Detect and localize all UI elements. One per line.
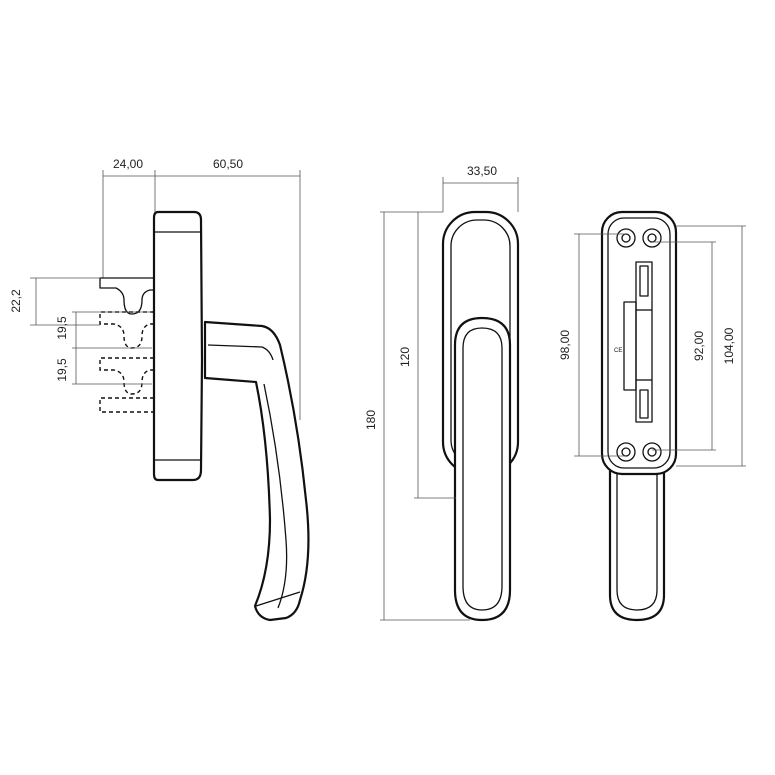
spindle-teeth-top (99, 277, 154, 315)
dim-label-hole-inner: 98,00 (558, 330, 572, 360)
dim-label-handle-length: 120 (398, 347, 412, 367)
back-mechanism: CE (614, 261, 653, 423)
back-rose-plate (600, 210, 678, 476)
dim-label-hole-outer: 104,00 (722, 327, 736, 364)
dim-label-pin-step-1: 19,5 (55, 316, 69, 340)
side-view: 24,00 60,50 22,2 19,5 19,5 (9, 157, 310, 622)
dim-label-hole-mid: 92,00 (692, 331, 706, 361)
dim-label-front-width: 33,50 (467, 164, 497, 178)
back-grip (608, 468, 666, 622)
back-view: CE 98,00 92,00 104,00 (558, 210, 746, 622)
dimension-front-width: 33,50 (442, 164, 519, 212)
dim-label-depth-b: 60,50 (213, 157, 243, 171)
dimension-top-side: 24,00 60,50 (102, 157, 301, 420)
side-handle-lever (203, 320, 310, 622)
dim-label-pin-step-2: 19,5 (55, 358, 69, 382)
dimension-back-holes: 98,00 92,00 104,00 (558, 225, 746, 467)
spindle-teeth-dashed (99, 311, 154, 413)
dim-label-depth-a: 24,00 (113, 157, 143, 171)
dim-label-total-length: 180 (364, 410, 378, 430)
dim-label-pin-offset: 22,2 (9, 289, 23, 313)
front-view: 33,50 120 180 (364, 164, 520, 622)
ce-mark: CE (614, 348, 622, 354)
side-base-plate (152, 210, 204, 482)
dimension-left-side: 22,2 19,5 19,5 (9, 277, 152, 385)
dimension-front-lengths: 120 180 (364, 211, 470, 621)
front-grip (453, 316, 512, 622)
